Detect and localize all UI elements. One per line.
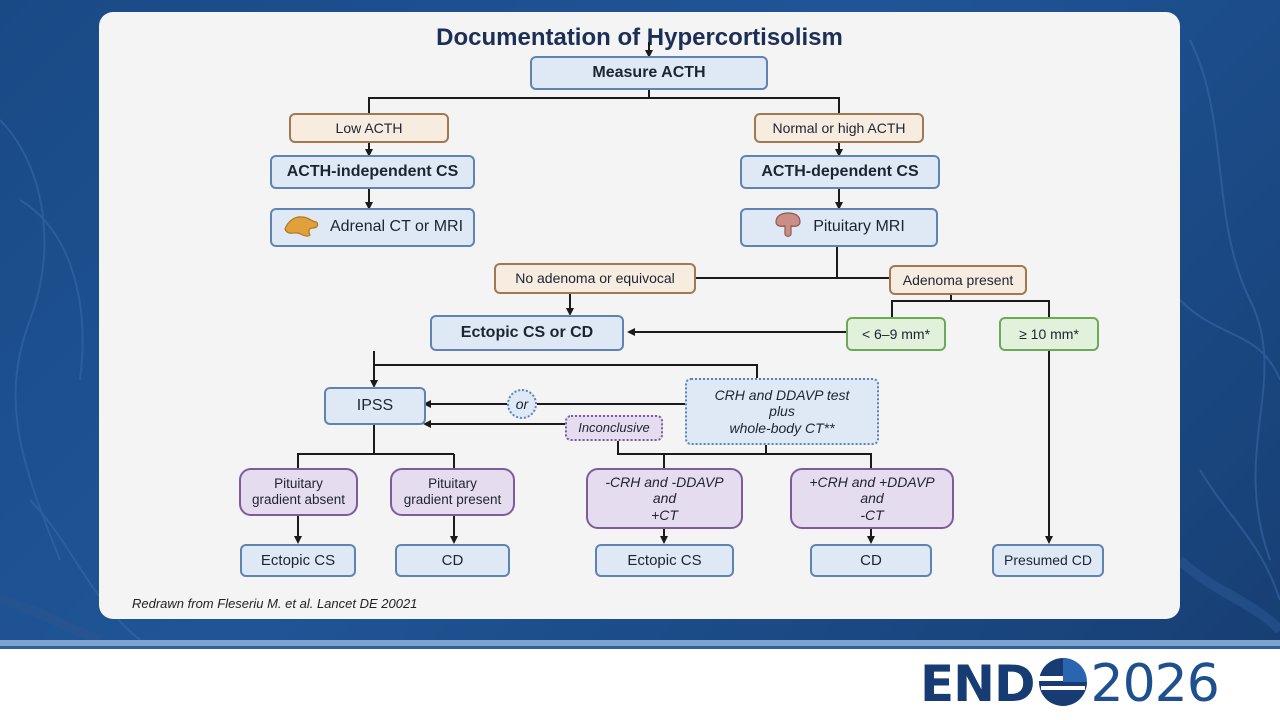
gradient-absent-node: Pituitary gradient absent [239,468,358,516]
normal-high-acth-node: Normal or high ACTH [754,113,924,143]
pituitary-mri-node: Pituitary MRI [740,208,938,247]
negative-line-1: -CRH and -DDAVP [605,474,724,491]
large-adenoma-label: ≥ 10 mm* [1019,325,1079,342]
small-adenoma-label: < 6–9 mm* [861,325,931,342]
measure-acth-label: Measure ACTH [592,63,706,81]
outcome-cd-right-label: CD [860,551,882,569]
or-connector: or [507,389,537,419]
negative-line-3: +CT [651,506,678,523]
or-label: or [515,395,529,412]
test-line-3: whole-body CT** [729,419,835,436]
slide-title: Documentation of Hypercortisolism [436,24,843,51]
ipss-label: IPSS [356,396,394,414]
positive-line-1: +CRH and +DDAVP [809,474,935,491]
normal-high-acth-label: Normal or high ACTH [772,119,906,136]
outcome-presumed-cd: Presumed CD [992,544,1104,577]
citation-credit: Redrawn from Fleseriu M. et al. Lancet D… [132,596,418,611]
small-adenoma-node: < 6–9 mm* [846,317,946,351]
test-line-1: CRH and DDAVP test [714,387,850,404]
outcome-ectopic-cs-left: Ectopic CS [240,544,356,577]
gradient-absent-line-2: gradient absent [251,492,346,507]
outcome-cd-left: CD [395,544,510,577]
inconclusive-label: Inconclusive [578,419,650,435]
ectopic-or-cd-node: Ectopic CS or CD [430,315,624,351]
outcome-cd-right: CD [810,544,932,577]
outcome-ectopic-cs-right-label: Ectopic CS [627,551,702,569]
endo-logo: END 2026 [920,654,1220,714]
outcome-ectopic-cs-right: Ectopic CS [595,544,734,577]
adrenal-gland-icon [282,212,320,243]
logo-year-text: 2026 [1090,654,1220,714]
divider-band [0,640,1280,646]
outcome-presumed-cd-label: Presumed CD [1004,552,1092,569]
ipss-node: IPSS [324,387,426,425]
adenoma-present-node: Adenoma present [889,265,1027,295]
positive-test-node: +CRH and +DDAVP and -CT [790,468,954,529]
acth-independent-label: ACTH-independent CS [286,162,459,180]
divider-band-dark [0,646,1280,649]
logo-end-text: END [920,655,1036,713]
negative-test-node: -CRH and -DDAVP and +CT [586,468,743,529]
acth-independent-node: ACTH-independent CS [270,155,475,189]
gradient-present-node: Pituitary gradient present [390,468,515,516]
pituitary-gland-icon [773,210,803,245]
gradient-absent-line-1: Pituitary [274,476,323,492]
adrenal-imaging-node: Adrenal CT or MRI [270,208,475,247]
content-card: Documentation of Hypercortisolism [99,12,1180,619]
inconclusive-node: Inconclusive [565,415,663,441]
ectopic-or-cd-label: Ectopic CS or CD [460,323,594,341]
positive-line-2: and [860,490,884,507]
outcome-cd-left-label: CD [441,551,464,569]
positive-line-3: -CT [860,506,884,523]
vein-pattern [0,39,1280,640]
acth-dependent-label: ACTH-dependent CS [761,162,919,180]
low-acth-label: Low ACTH [335,119,403,136]
gradient-present-line-1: Pituitary [428,476,477,492]
adrenal-imaging-label: Adrenal CT or MRI [329,218,464,236]
no-adenoma-label: No adenoma or equivocal [515,270,675,287]
acth-dependent-node: ACTH-dependent CS [740,155,940,189]
pituitary-mri-label: Pituitary MRI [813,218,905,236]
negative-line-2: and [652,490,677,507]
globe-icon [1037,656,1089,713]
gradient-present-line-2: gradient present [403,492,502,507]
adenoma-present-label: Adenoma present [902,271,1014,288]
crh-ddavp-test-node: CRH and DDAVP test plus whole-body CT** [685,378,879,445]
flowchart-connectors [294,42,1053,544]
test-line-2: plus [769,403,795,420]
outcome-ectopic-cs-left-label: Ectopic CS [260,551,336,569]
large-adenoma-node: ≥ 10 mm* [999,317,1099,351]
measure-acth-node: Measure ACTH [530,56,768,90]
low-acth-node: Low ACTH [289,113,449,143]
no-adenoma-node: No adenoma or equivocal [494,263,696,294]
